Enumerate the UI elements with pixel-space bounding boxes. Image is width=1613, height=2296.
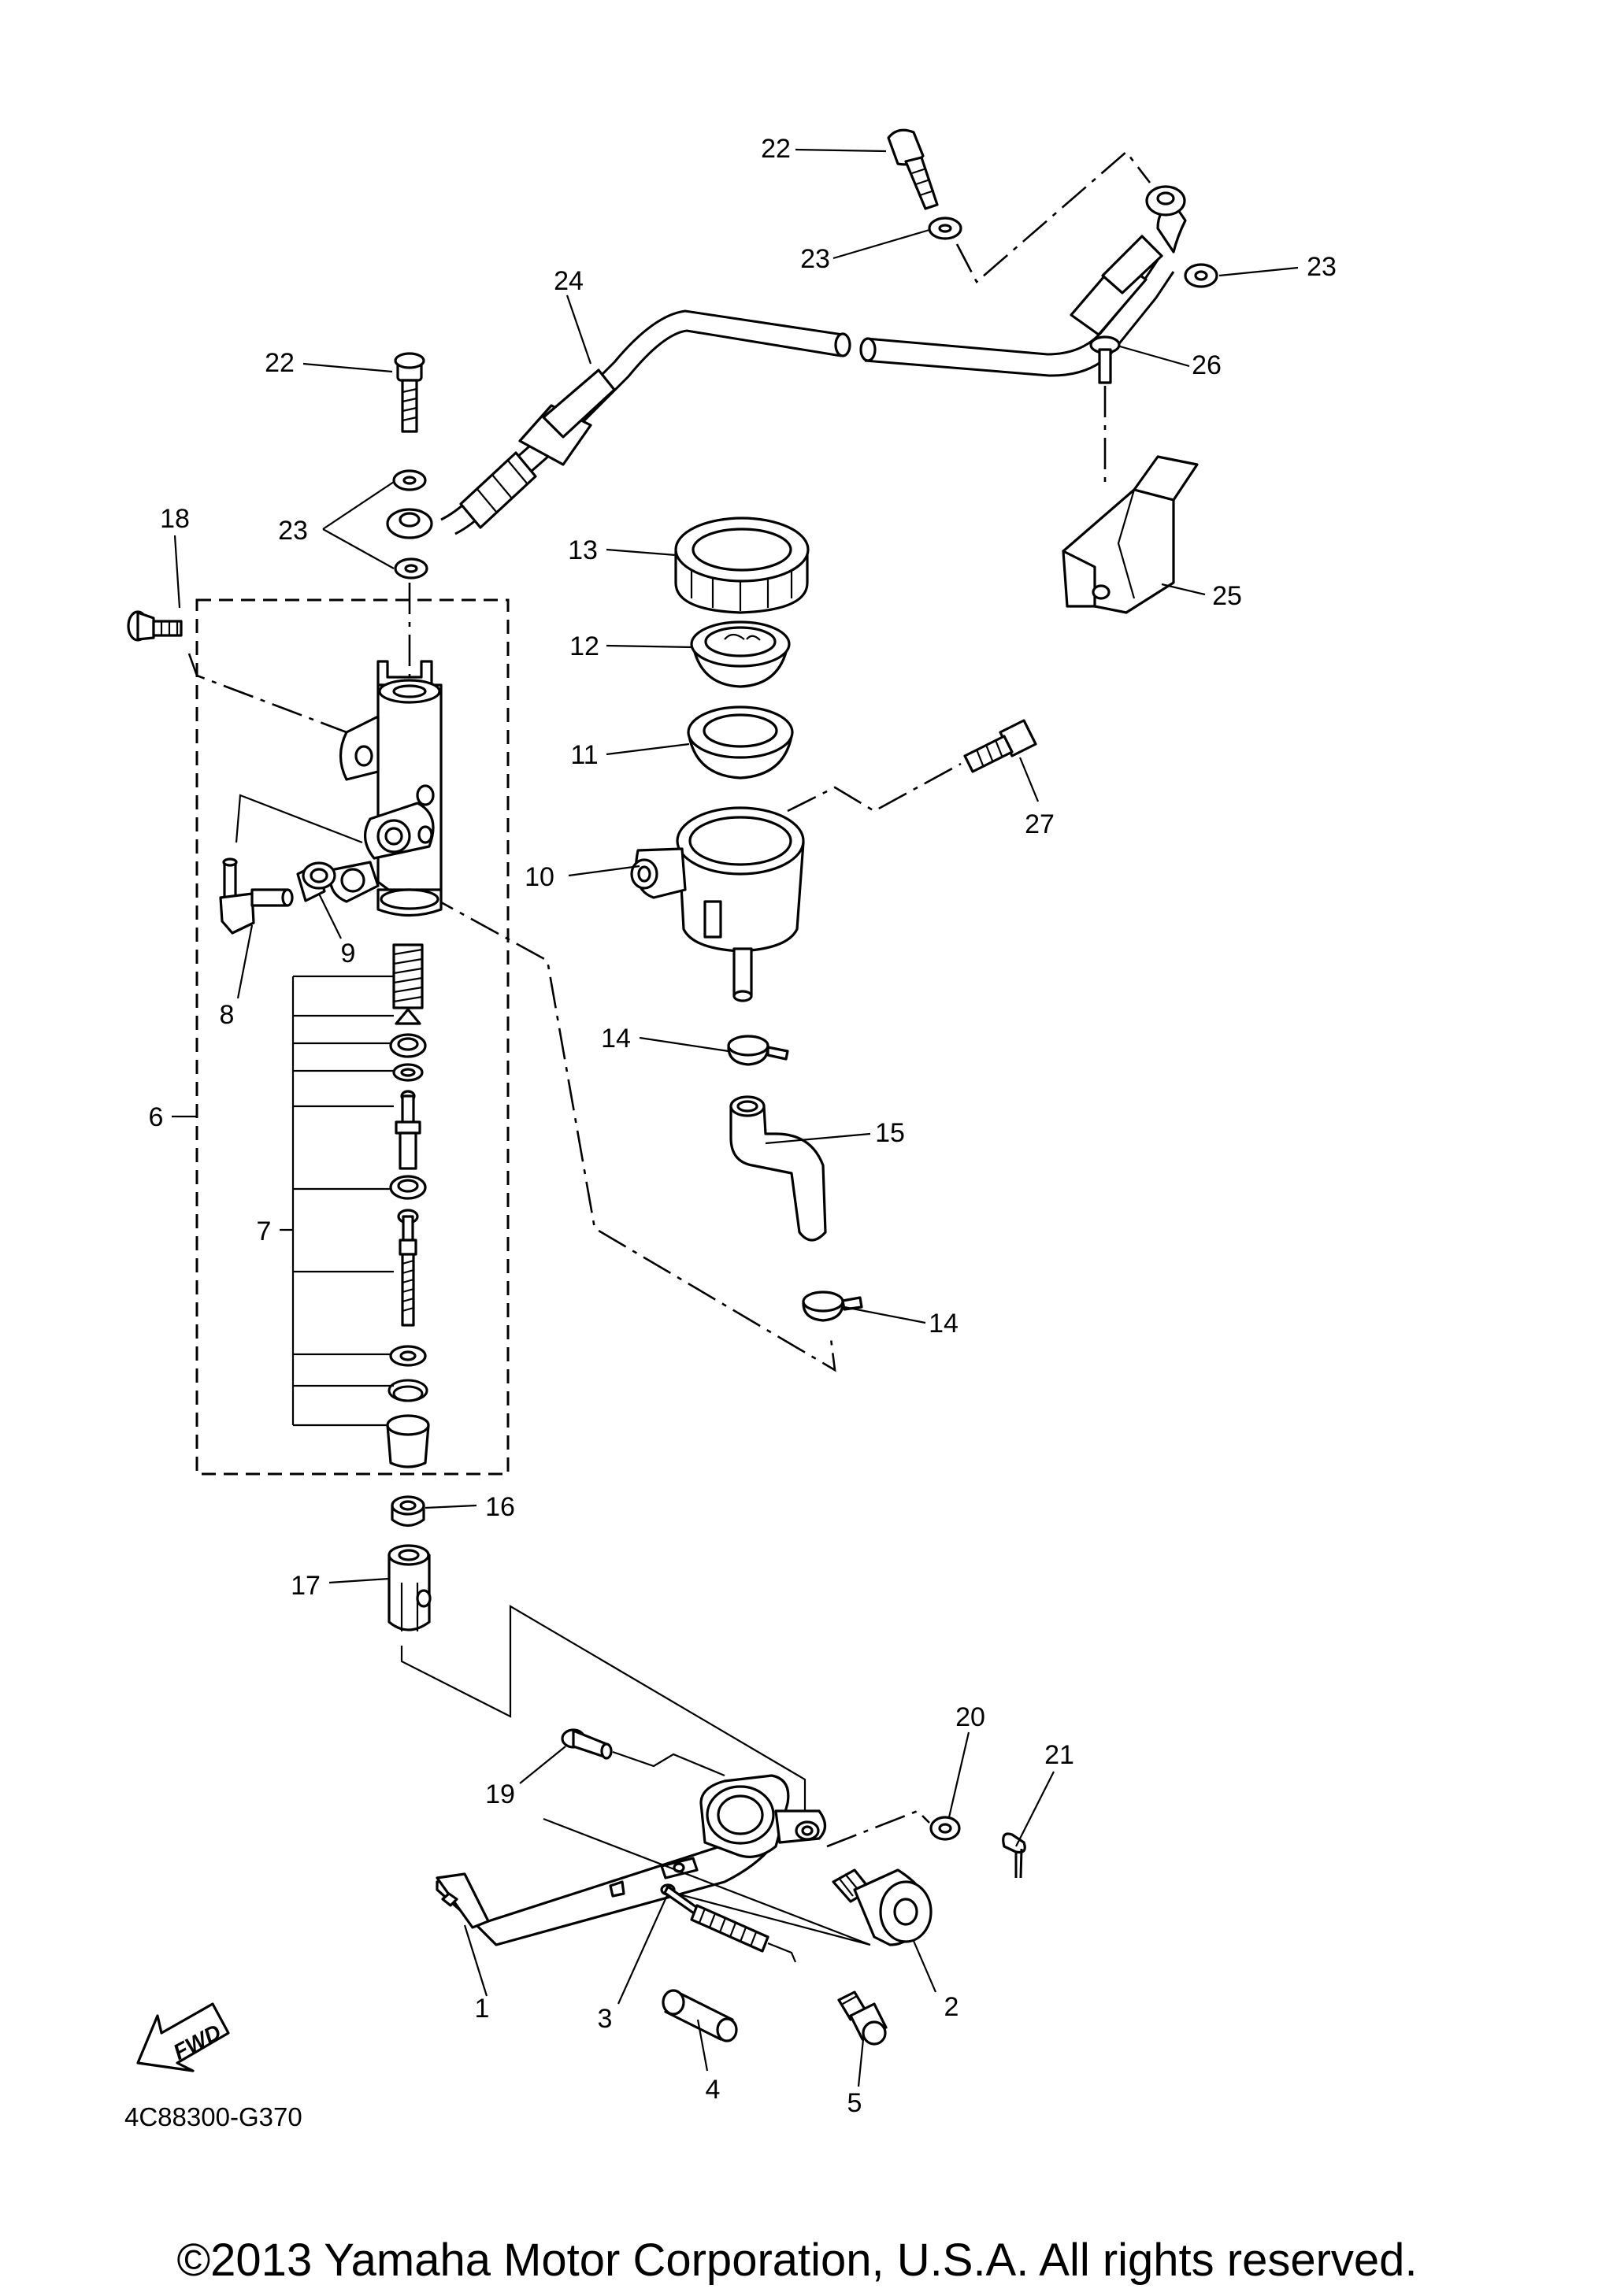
copper-washer-23-left-top[interactable]: [392, 469, 427, 491]
cotter-pin-21[interactable]: [1002, 1832, 1026, 1879]
union-bolt-22-left[interactable]: [394, 352, 425, 433]
banjo-fitting-left[interactable]: [386, 508, 433, 539]
callout-14-bottom: 14: [929, 1309, 959, 1339]
collar-4[interactable]: [662, 1989, 738, 2042]
hose-clamp-14-bottom[interactable]: [802, 1291, 863, 1322]
callout-18: 18: [160, 504, 190, 534]
callout-23-right: 23: [1307, 252, 1337, 282]
callout-15: 15: [875, 1118, 905, 1148]
copper-washer-23-right-top[interactable]: [928, 217, 962, 240]
primary-cup[interactable]: [389, 1033, 427, 1058]
master-cylinder-body[interactable]: [328, 660, 443, 917]
callout-19: 19: [485, 1779, 515, 1809]
callout-9: 9: [341, 939, 356, 968]
pin-19[interactable]: [561, 1728, 613, 1760]
push-rod[interactable]: [397, 1209, 419, 1327]
callout-14-top: 14: [601, 1024, 631, 1054]
callout-1: 1: [475, 1994, 490, 2024]
bolt-27[interactable]: [963, 719, 1037, 773]
reservoir-hose-15[interactable]: [729, 1095, 827, 1242]
callout-13: 13: [568, 535, 598, 565]
leader-lines: [172, 148, 1299, 2087]
callout-21: 21: [1044, 1740, 1074, 1770]
reservoir-tank-10[interactable]: [630, 806, 805, 1002]
copper-washer-23-left-bottom[interactable]: [394, 557, 428, 580]
callout-22-right: 22: [761, 134, 791, 164]
callout-17: 17: [291, 1571, 321, 1601]
callout-27: 27: [1025, 809, 1055, 839]
callout-26: 26: [1192, 350, 1222, 380]
callout-24: 24: [554, 266, 584, 296]
copyright-notice: ©2013 Yamaha Motor Corporation, U.S.A. A…: [176, 2235, 1417, 2286]
brake-hose-24[interactable]: [440, 202, 1187, 535]
bolt-18[interactable]: [127, 610, 183, 642]
callout-16: 16: [485, 1492, 515, 1522]
washer-kit[interactable]: [392, 1063, 424, 1082]
callout-12: 12: [569, 631, 599, 661]
callout-23-mid: 23: [800, 244, 830, 274]
washer-20[interactable]: [929, 1816, 961, 1841]
diagram-code: 4C88300-G370: [124, 2102, 302, 2131]
callout-20: 20: [955, 1702, 985, 1732]
callout-2: 2: [944, 1992, 959, 2022]
nut-16[interactable]: [391, 1495, 425, 1528]
hose-guide-25[interactable]: [1062, 455, 1199, 614]
union-bolt-22-right[interactable]: [887, 128, 939, 210]
reservoir-cap-13[interactable]: [674, 517, 810, 614]
spring-seat[interactable]: [395, 1008, 421, 1025]
callout-25: 25: [1212, 581, 1242, 611]
diaphragm-11[interactable]: [687, 705, 794, 780]
footrest-rubber-2[interactable]: [832, 1868, 933, 1946]
part-labels: 1 2 3 4 5 6 7 8 9 10 11 12 13 14 14 15 1…: [149, 134, 1337, 2118]
master-cylinder-kit-outline-6: [195, 598, 510, 1476]
circlip[interactable]: [387, 1379, 428, 1402]
copper-washer-23-right-side[interactable]: [1184, 263, 1218, 288]
hose-clamp-14-top[interactable]: [727, 1035, 789, 1066]
callout-11: 11: [570, 740, 598, 770]
spring-3[interactable]: [660, 1883, 797, 1963]
rod-joint-17[interactable]: [387, 1544, 432, 1631]
bolt-26[interactable]: [1089, 335, 1121, 384]
dust-boot[interactable]: [386, 1414, 430, 1468]
brake-pedal-1[interactable]: [436, 1774, 827, 1946]
push-rod-washer[interactable]: [389, 1345, 427, 1367]
callout-8: 8: [220, 1000, 235, 1030]
piston-kit-7: [280, 975, 394, 1427]
callout-3: 3: [598, 2004, 613, 2034]
banjo-fitting-right[interactable]: [1145, 185, 1186, 217]
secondary-cup[interactable]: [389, 1175, 427, 1200]
callout-4: 4: [706, 2075, 721, 2105]
bolt-5[interactable]: [837, 1990, 888, 2046]
callout-10: 10: [525, 862, 554, 892]
spring[interactable]: [392, 943, 424, 1009]
callout-7: 7: [257, 1217, 272, 1246]
diaphragm-plate-12[interactable]: [690, 620, 791, 688]
callout-5: 5: [847, 2088, 862, 2118]
elbow-fitting-8[interactable]: [219, 857, 294, 935]
callout-22-left: 22: [265, 348, 295, 378]
callout-6: 6: [149, 1102, 164, 1132]
callout-23-left: 23: [278, 516, 308, 546]
piston[interactable]: [395, 1090, 421, 1170]
fwd-arrow-icon: FWD: [136, 2002, 230, 2072]
grommet-9[interactable]: [296, 861, 336, 902]
